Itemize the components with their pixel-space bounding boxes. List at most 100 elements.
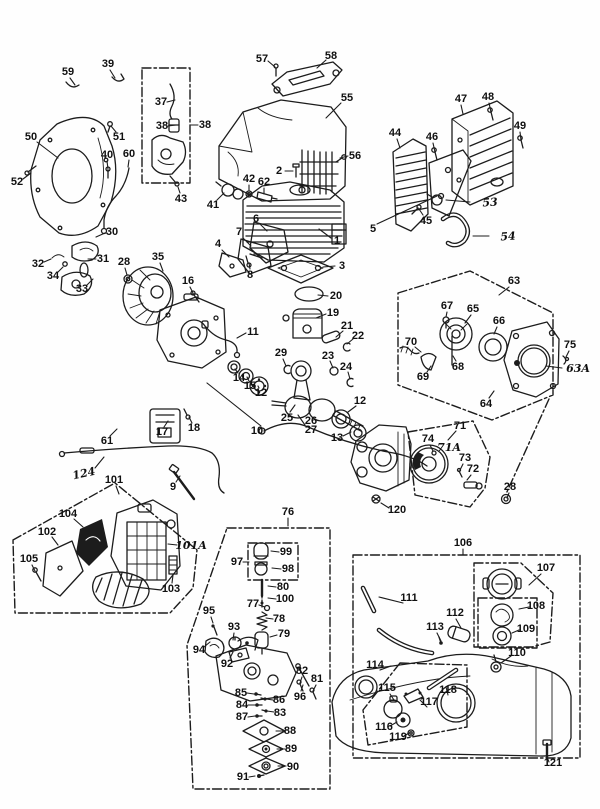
part-label-4: 4 (215, 238, 222, 250)
part-label-124: 124 (71, 465, 96, 482)
tube-54-drawing (440, 212, 471, 248)
part-label-5: 5 (370, 223, 376, 235)
leader-line-5 (376, 195, 438, 225)
part-label-116: 116 (375, 721, 393, 733)
leader-line-110 (500, 655, 512, 664)
leader-line-67 (445, 311, 448, 318)
leader-line-63 (498, 286, 510, 296)
part-label-43: 43 (175, 193, 187, 205)
part-label-67: 67 (441, 300, 453, 312)
part-label-101: 101 (105, 474, 123, 486)
part-label-78: 78 (273, 613, 285, 625)
leader-line-41 (216, 192, 225, 201)
part-label-50: 50 (25, 131, 37, 143)
leader-line-107 (528, 573, 542, 586)
bolt-9-drawing (168, 463, 196, 501)
part-label-90: 90 (287, 761, 299, 773)
screw-16-drawing (190, 290, 200, 303)
throttle-wire-drawing (258, 422, 428, 467)
leader-line-43 (177, 186, 181, 194)
part-label-71: 71 (454, 420, 466, 432)
part-label-109: 109 (517, 623, 535, 635)
part-label-99: 99 (280, 546, 292, 558)
leader-line-98 (271, 567, 282, 570)
part-label-74: 74 (422, 433, 435, 445)
leader-line-38 (167, 124, 177, 127)
leader-line-20 (317, 294, 329, 297)
assembly-box-fuel-filter (141, 67, 191, 184)
part-label-38: 38 (199, 119, 211, 131)
leader-line-1 (318, 228, 332, 239)
part-label-77: 77 (247, 598, 259, 610)
leader-line-78 (265, 617, 274, 620)
assembly-box-carburetor-76 (186, 527, 331, 790)
leader-line-25 (289, 404, 296, 413)
part-label-7: 7 (236, 226, 242, 238)
leader-line-28 (124, 267, 128, 276)
part-label-82: 82 (296, 665, 308, 677)
leader-line-77 (258, 604, 266, 608)
intake-plates-drawing (218, 221, 289, 278)
cylinder-drawing (242, 181, 347, 263)
bolt-121-drawing (542, 739, 552, 760)
part-label-34: 34 (47, 270, 60, 282)
part-label-48: 48 (482, 91, 494, 103)
leader-line-13 (342, 431, 352, 437)
part-label-65: 65 (467, 303, 479, 315)
screw-56-drawing (335, 154, 347, 163)
leader-line-39 (109, 69, 116, 79)
leader-line-100 (267, 597, 277, 600)
leader-line-71 (447, 430, 457, 441)
leader-line-12 (347, 405, 357, 413)
part-label-100: 100 (276, 593, 294, 605)
leader-line-82 (299, 676, 303, 684)
carb-gaskets-left-drawing (204, 624, 250, 663)
leader-line-28 (506, 492, 510, 499)
leader-line-101A (167, 543, 178, 546)
leader-line-96 (300, 684, 304, 692)
leader-line-6 (259, 223, 268, 232)
bolt-120-drawing (371, 494, 381, 504)
nut-28b-drawing (500, 493, 512, 505)
part-label-96: 96 (294, 691, 306, 703)
part-label-52: 52 (11, 176, 23, 188)
carb-screws-small-drawing (254, 692, 268, 718)
part-label-59: 59 (62, 66, 74, 78)
crankshaft-drawing (271, 360, 364, 432)
assembly-box-fuel-cap-107 (473, 562, 554, 648)
part-label-32: 32 (32, 258, 44, 270)
leader-line-47 (460, 104, 464, 115)
leader-line-95 (210, 616, 214, 624)
part-label-28: 28 (118, 256, 130, 268)
assembly-link-line (505, 398, 550, 495)
part-label-6: 6 (253, 213, 259, 225)
part-label-23: 23 (322, 350, 334, 362)
leader-line-57 (267, 60, 276, 68)
starter-assembly-drawing (399, 316, 508, 371)
part-label-105: 105 (20, 553, 38, 565)
part-label-11: 11 (247, 326, 259, 338)
leader-line-27 (297, 414, 306, 426)
part-label-18: 18 (188, 422, 200, 434)
part-label-16: 16 (182, 275, 194, 287)
assembly-box-primer-pump-114 (362, 662, 468, 746)
leader-line-64 (488, 390, 495, 399)
clutch-drum-drawing (409, 444, 483, 490)
fuel-filter-112-drawing (447, 625, 471, 643)
part-label-83: 83 (274, 707, 286, 719)
leader-line-93 (232, 632, 235, 641)
part-label-54: 54 (500, 229, 516, 243)
part-label-25: 25 (281, 412, 293, 424)
leader-line-17 (163, 420, 169, 428)
fuel-cap-drawing (482, 568, 522, 646)
part-label-63: 63 (508, 275, 520, 287)
part-label-13: 13 (331, 432, 343, 444)
part-label-91: 91 (237, 771, 249, 783)
muffler-drawing (451, 100, 514, 206)
assembly-box-primer-97 (247, 542, 299, 581)
piston-group-drawing (282, 286, 354, 388)
clip-59-drawing (65, 81, 80, 88)
